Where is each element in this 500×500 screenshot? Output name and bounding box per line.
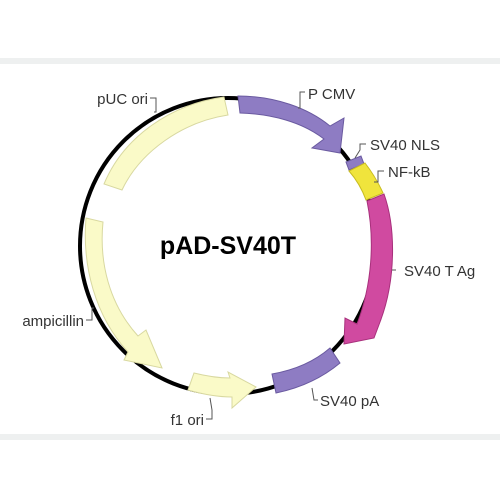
feature-nf-kb <box>348 162 384 201</box>
label-sv40-nls: SV40 NLS <box>370 137 440 154</box>
leader-p-cmv <box>298 91 305 109</box>
label-nf-kb: NF-kB <box>388 164 431 181</box>
leader-sv40-pa <box>311 387 318 401</box>
leader-f1-ori <box>206 397 213 420</box>
label-f1-ori: f1 ori <box>171 412 204 429</box>
feature-ampicillin-arrow <box>84 217 163 369</box>
bottom-divider <box>0 434 500 440</box>
feature-puc-ori <box>103 96 229 191</box>
leader-puc-ori <box>150 97 157 113</box>
feature-sv40-pa <box>271 347 341 394</box>
leader-nf-kb <box>374 170 384 183</box>
feature-puc-ori-box <box>103 96 229 191</box>
top-divider <box>0 58 500 64</box>
plasmid-name: pAD-SV40T <box>160 232 296 260</box>
feature-ampicillin <box>84 217 163 369</box>
feature-sv40-t-ag-arrow <box>343 193 393 345</box>
leader-ampicillin <box>86 307 94 321</box>
feature-p-cmv <box>237 95 345 154</box>
label-p-cmv: P CMV <box>308 86 355 103</box>
feature-nf-kb-box <box>348 162 384 201</box>
leader-sv40-nls <box>354 143 366 159</box>
feature-sv40-t-ag <box>343 193 393 345</box>
label-ampicillin: ampicillin <box>22 313 84 330</box>
feature-f1-ori <box>187 370 257 410</box>
label-sv40-pa: SV40 pA <box>320 393 379 410</box>
feature-p-cmv-arrow <box>237 95 345 154</box>
label-puc-ori: pUC ori <box>97 91 148 108</box>
feature-f1-ori-arrow <box>187 370 257 410</box>
label-sv40-t-ag: SV40 T Ag <box>404 263 475 280</box>
feature-sv40-pa-box <box>271 347 341 394</box>
